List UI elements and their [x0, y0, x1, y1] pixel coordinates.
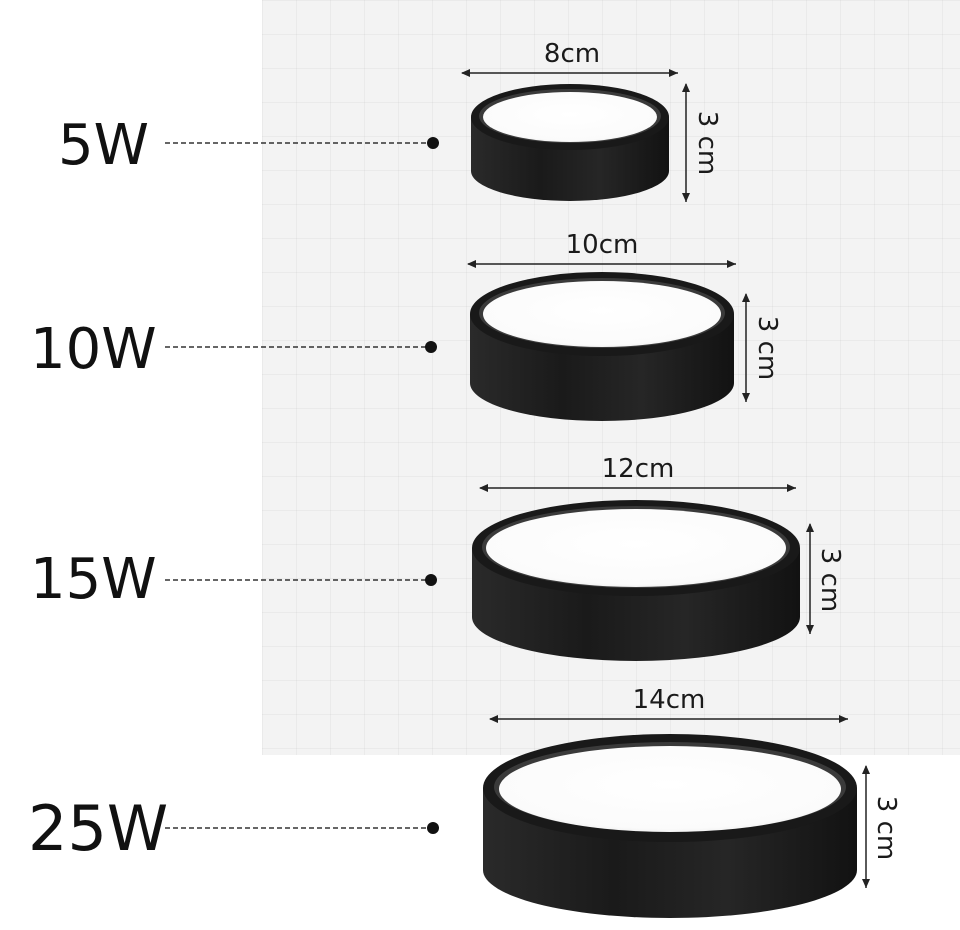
- product-row-25w: 25W 14cm 3 cm: [28, 685, 901, 918]
- power-label: 5W: [58, 113, 149, 178]
- width-label: 12cm: [602, 454, 675, 484]
- product-row-5w: 5W 8cm 3 cm: [58, 39, 722, 202]
- power-label: 15W: [30, 547, 157, 612]
- ceiling-lamp: [483, 734, 857, 918]
- power-label: 10W: [30, 317, 157, 382]
- width-label: 8cm: [544, 39, 600, 69]
- leader-dot: [425, 574, 437, 586]
- height-label: 3 cm: [871, 796, 901, 860]
- diffuser: [486, 509, 786, 587]
- diffuser: [483, 281, 721, 347]
- height-label: 3 cm: [692, 111, 722, 175]
- height-label: 3 cm: [815, 548, 845, 612]
- ceiling-lamp: [472, 500, 800, 661]
- product-row-10w: 10W 10cm 3 cm: [30, 230, 782, 421]
- leader-dot: [425, 341, 437, 353]
- width-label: 14cm: [633, 685, 706, 715]
- diffuser: [483, 92, 657, 142]
- leader-dot: [427, 137, 439, 149]
- power-label: 25W: [28, 792, 168, 865]
- product-row-15w: 15W 12cm 3 cm: [30, 454, 845, 661]
- height-label: 3 cm: [752, 316, 782, 380]
- width-label: 10cm: [566, 230, 639, 260]
- diffuser: [499, 746, 841, 832]
- ceiling-lamp: [470, 272, 734, 421]
- ceiling-lamp: [471, 84, 669, 201]
- leader-dot: [427, 822, 439, 834]
